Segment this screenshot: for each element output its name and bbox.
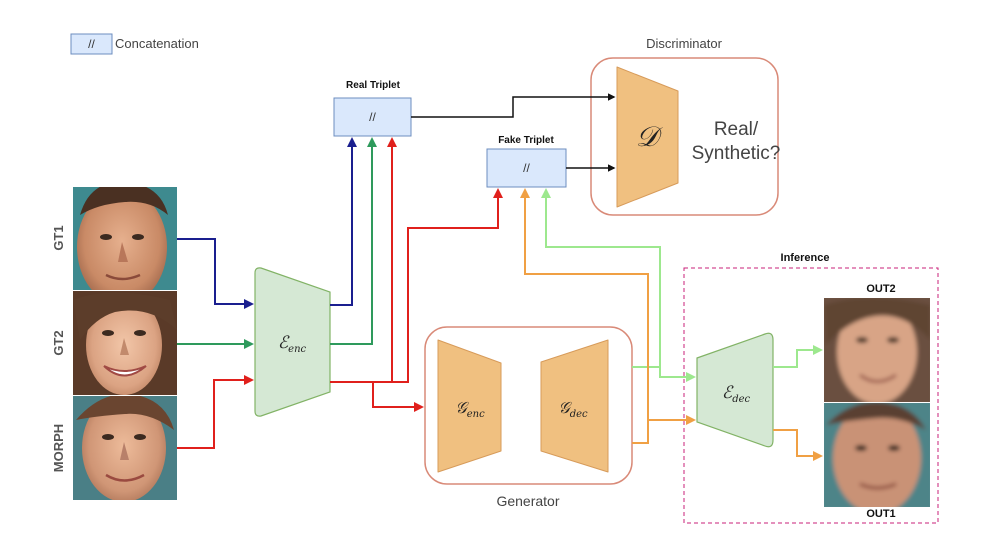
input-label-gt1: GT1 <box>51 225 66 250</box>
discriminator-shape <box>616 66 679 208</box>
arrow-encoder-morph-to-fake <box>373 188 503 383</box>
output-label-out2: OUT2 <box>866 283 895 295</box>
arrow-morph-to-encoder <box>177 375 254 449</box>
arrow-gt1-to-encoder <box>177 238 254 309</box>
concat-legend-box <box>70 33 113 55</box>
inference-decoder-shape <box>696 332 774 448</box>
face-morph-image <box>73 396 177 500</box>
fake-triplet-title: Fake Triplet <box>498 135 554 146</box>
connections <box>177 93 823 461</box>
generator-block: 𝒢enc 𝒢dec Generator <box>424 326 633 509</box>
fake-triplet-symbol: // <box>523 161 530 175</box>
discriminator-title: Discriminator <box>646 36 723 51</box>
discriminator-output-line1: Real/ <box>714 119 759 140</box>
arrow-encoder-gt1-to-real <box>330 137 357 306</box>
inference-title: Inference <box>781 252 830 264</box>
arrow-generator-out2-to-fake <box>541 188 661 367</box>
arrow-generator-out2-to-decoder <box>632 366 696 382</box>
generator-decoder-symbol: 𝒢dec <box>558 398 588 420</box>
arrow-decoder-to-out1 <box>773 429 823 461</box>
real-triplet-symbol: // <box>369 110 376 124</box>
real-triplet: Real Triplet // <box>333 80 412 137</box>
fake-triplet-box <box>486 148 567 188</box>
encoder-symbol: ℰenc <box>278 333 307 355</box>
concat-legend-symbol: // <box>88 37 95 51</box>
input-faces <box>73 187 177 500</box>
output-label-out1: OUT1 <box>866 508 895 520</box>
face-woman-blurred-image <box>824 298 930 402</box>
real-triplet-title: Real Triplet <box>346 80 401 91</box>
legend: // Concatenation <box>70 33 199 55</box>
discriminator-block: Discriminator 𝒟 Real/ Synthetic? <box>590 36 781 216</box>
arrow-decoder-to-out2 <box>773 345 823 368</box>
face-man-image <box>73 187 177 290</box>
inference-block: Inference ℰdec OUT2 OUT1 <box>683 252 939 524</box>
concat-legend-label: Concatenation <box>115 36 199 51</box>
inference-container <box>683 267 939 524</box>
generator-decoder-shape <box>540 339 609 473</box>
face-woman-image <box>73 291 177 395</box>
arrow-encoder-morph-to-real <box>330 137 397 383</box>
input-label-gt2: GT2 <box>51 330 66 355</box>
arrow-encoder-to-generator <box>372 382 424 412</box>
generator-title: Generator <box>496 493 559 509</box>
encoder-block: ℰenc <box>254 267 331 417</box>
inference-decoder-symbol: ℰdec <box>722 383 751 405</box>
input-label-morph: MORPH <box>51 424 66 472</box>
real-triplet-box <box>333 97 412 137</box>
arrow-generator-out1-to-decoder <box>632 415 696 444</box>
generator-encoder-shape <box>437 339 502 473</box>
arrow-generator-out1-to-fake <box>520 188 649 443</box>
discriminator-output-line2: Synthetic? <box>692 143 781 164</box>
generator-encoder-symbol: 𝒢enc <box>455 398 485 420</box>
encoder-shape <box>254 267 331 417</box>
face-man-blurred-image <box>824 403 930 507</box>
arrow-encoder-gt2-to-real <box>330 137 377 345</box>
arrow-real-to-discriminator <box>411 93 616 118</box>
fake-triplet: Fake Triplet // <box>486 135 567 188</box>
